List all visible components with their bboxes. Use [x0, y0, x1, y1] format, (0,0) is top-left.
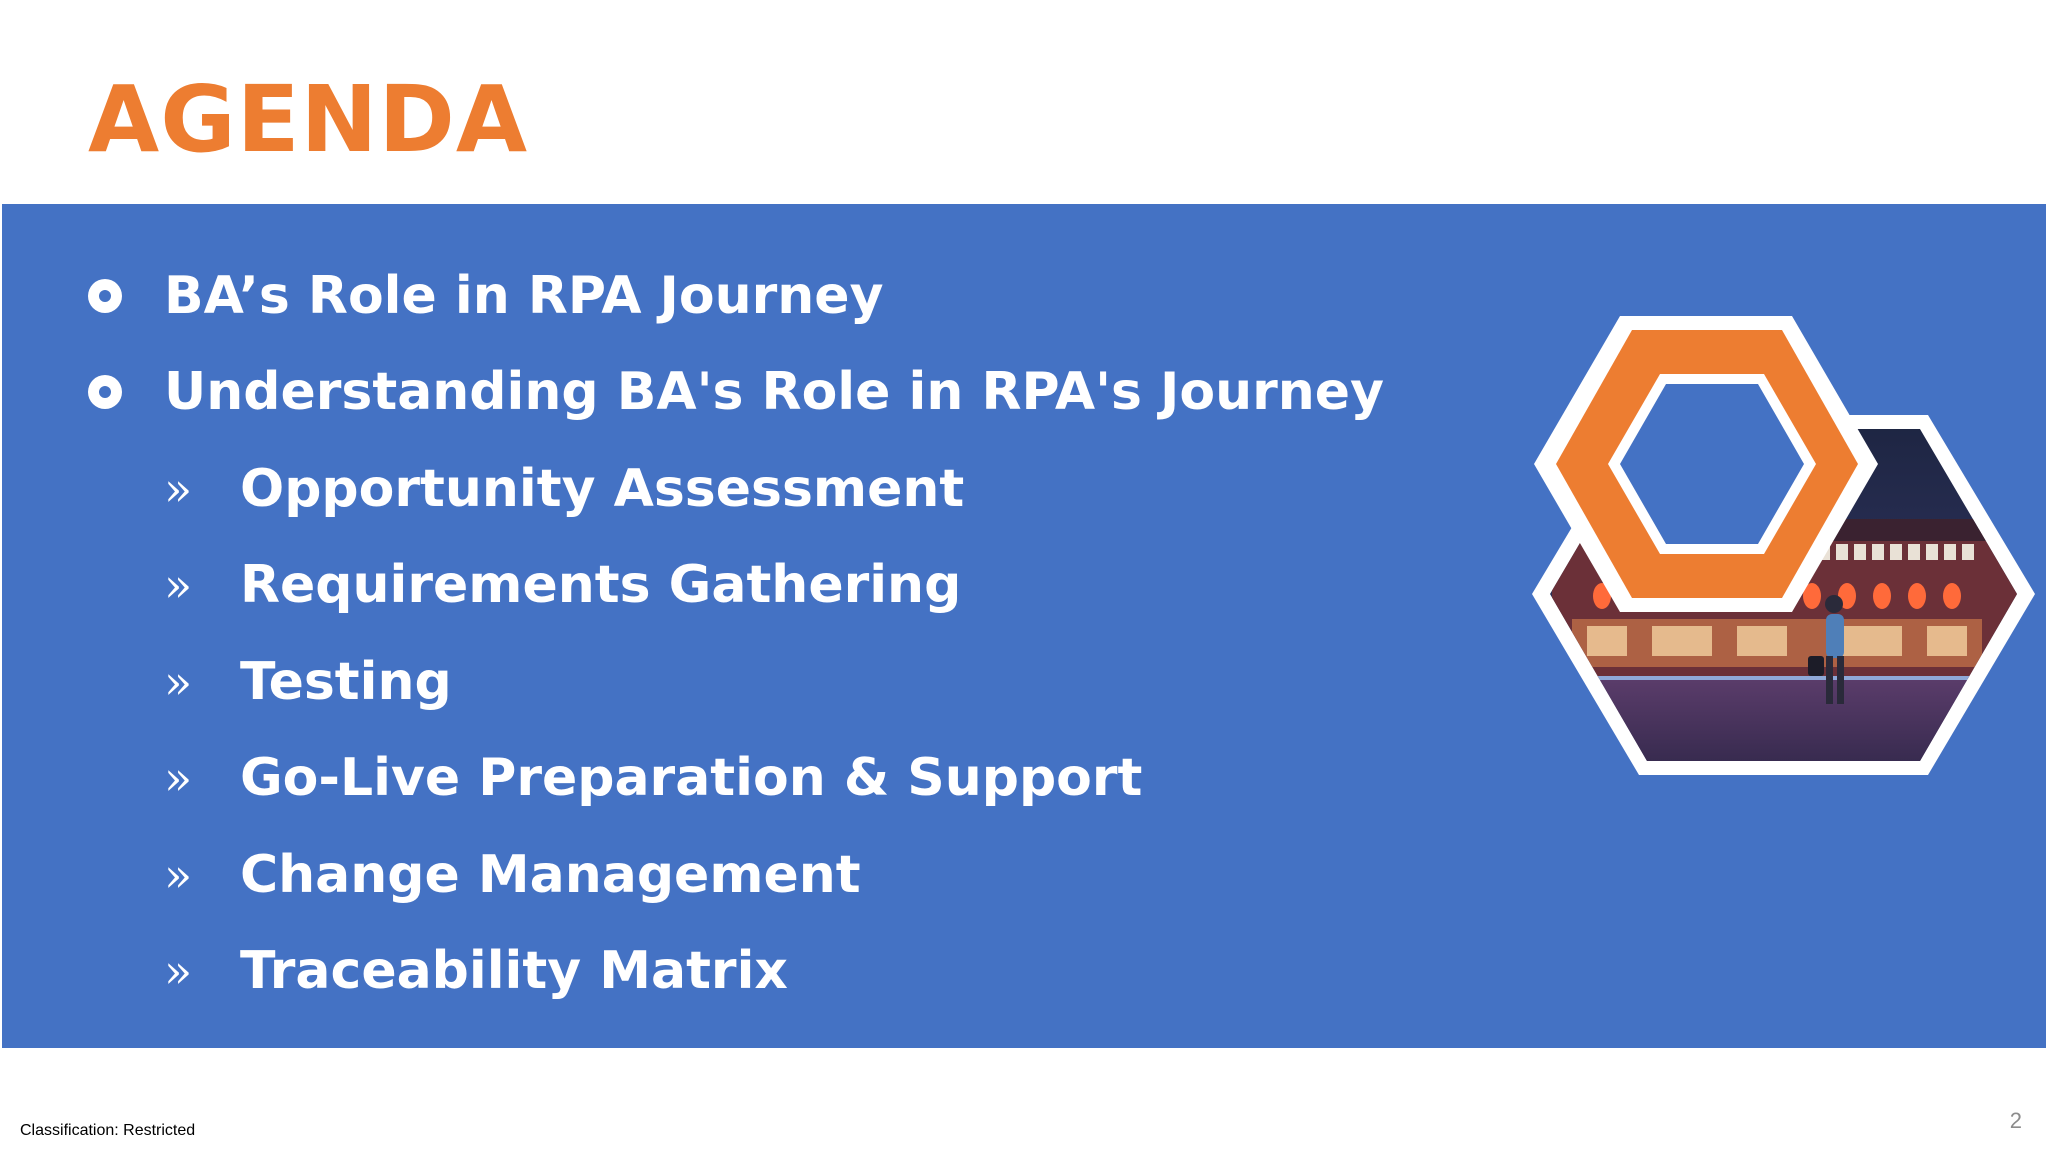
agenda-subitem: » Requirements Gathering	[164, 545, 961, 625]
chevron-bullet-icon: »	[164, 655, 193, 709]
classification-label: Classification: Restricted	[20, 1122, 196, 1139]
agenda-item-text: Requirements Gathering	[240, 555, 962, 615]
agenda-item-text: Go-Live Preparation & Support	[240, 748, 1143, 808]
agenda-item-text: Opportunity Assessment	[240, 459, 965, 519]
page-number: 2	[2009, 1108, 2022, 1133]
slide-title: AGENDA	[88, 66, 529, 173]
circle-bullet-icon	[88, 279, 122, 313]
agenda-subitem: » Traceability Matrix	[164, 931, 788, 1011]
agenda-item: Understanding BA's Role in RPA's Journey	[88, 352, 1384, 432]
agenda-item-text: BA’s Role in RPA Journey	[164, 266, 884, 326]
agenda-subitem: » Testing	[164, 642, 452, 722]
chevron-bullet-icon: »	[164, 944, 193, 998]
chevron-bullet-icon: »	[164, 462, 193, 516]
agenda-item-text: Testing	[240, 652, 452, 712]
hexagon-photo-icon	[1532, 316, 2035, 775]
chevron-bullet-icon: »	[164, 558, 193, 612]
agenda-item-text: Traceability Matrix	[240, 941, 788, 1001]
chevron-bullet-icon: »	[164, 848, 193, 902]
agenda-subitem: » Opportunity Assessment	[164, 449, 964, 529]
agenda-item-text: Change Management	[240, 845, 861, 905]
agenda-subitem: » Change Management	[164, 835, 861, 915]
content-band: BA’s Role in RPA Journey Understanding B…	[2, 204, 2046, 1048]
agenda-subitem: » Go-Live Preparation & Support	[164, 738, 1142, 818]
agenda-item: BA’s Role in RPA Journey	[88, 256, 883, 336]
chevron-bullet-icon: »	[164, 751, 193, 805]
agenda-item-text: Understanding BA's Role in RPA's Journey	[164, 362, 1384, 422]
circle-bullet-icon	[88, 375, 122, 409]
